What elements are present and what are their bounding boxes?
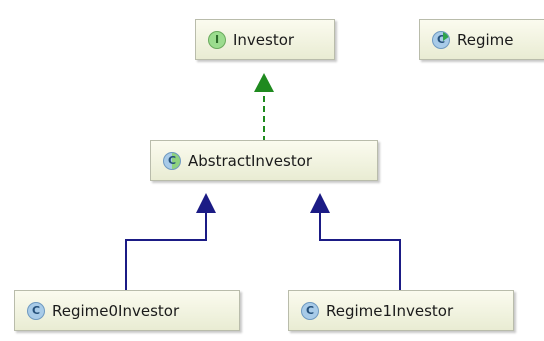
- extends-arrowhead-r1: [310, 193, 330, 213]
- abstract-class-icon: C: [163, 151, 181, 170]
- run-marker-icon: [443, 31, 449, 41]
- interface-icon: I: [208, 30, 226, 49]
- node-abstract-investor[interactable]: C AbstractInvestor: [150, 140, 378, 181]
- node-abstract-investor-label: AbstractInvestor: [188, 151, 313, 170]
- implements-arrowhead: [254, 73, 274, 92]
- node-regime[interactable]: C Regime: [419, 19, 544, 60]
- node-regime0-investor[interactable]: C Regime0Investor: [14, 290, 240, 331]
- class-glyph: C: [436, 33, 446, 46]
- extends-edge-r0-line: [125, 213, 207, 290]
- class-icon: C: [301, 301, 319, 320]
- node-investor[interactable]: I Investor: [195, 19, 335, 60]
- node-regime1-investor-label: Regime1Investor: [326, 301, 454, 320]
- node-investor-label: Investor: [233, 30, 295, 49]
- extends-edge-r1-line: [319, 213, 401, 290]
- node-regime1-investor[interactable]: C Regime1Investor: [288, 290, 514, 331]
- node-regime-label: Regime: [457, 30, 514, 49]
- class-icon: C: [27, 301, 45, 320]
- node-regime0-investor-label: Regime0Investor: [52, 301, 180, 320]
- class-runnable-icon: C: [432, 30, 450, 49]
- extends-arrowhead-r0: [196, 193, 216, 213]
